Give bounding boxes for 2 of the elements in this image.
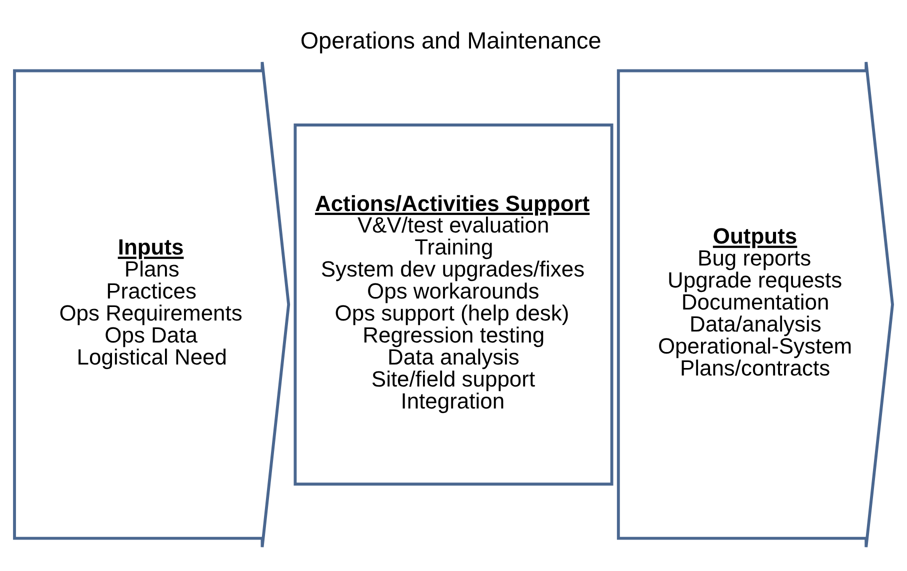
node-box: Actions/Activities Support V&V/test evaluation Training System dev upgrades/fixes Ops workarounds Ops support (help desk) Regression testing Data analysis Site/field support Integration [294, 124, 614, 486]
diagram-title: Operations and Maintenance [300, 27, 602, 54]
